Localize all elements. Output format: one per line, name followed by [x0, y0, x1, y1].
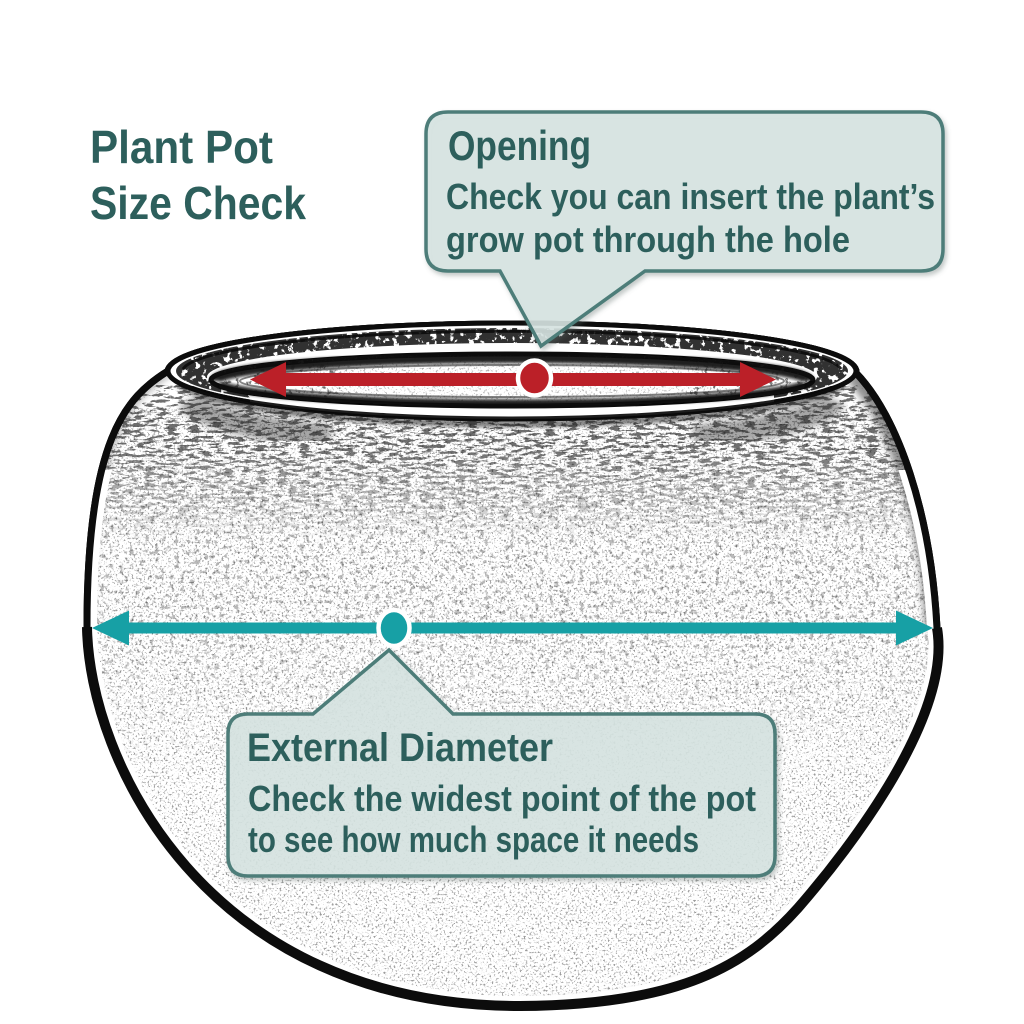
svg-text:Check you can insert the plant: Check you can insert the plant’s [446, 176, 935, 217]
svg-text:Opening: Opening [448, 122, 591, 169]
svg-text:Plant Pot: Plant Pot [90, 121, 273, 173]
svg-text:External Diameter: External Diameter [247, 726, 553, 770]
svg-text:grow pot through the hole: grow pot through the hole [446, 219, 850, 260]
svg-text:to see how much space it needs: to see how much space it needs [248, 819, 699, 860]
svg-text:Size Check: Size Check [90, 177, 306, 229]
svg-text:Check the widest point of the: Check the widest point of the pot [248, 778, 756, 819]
